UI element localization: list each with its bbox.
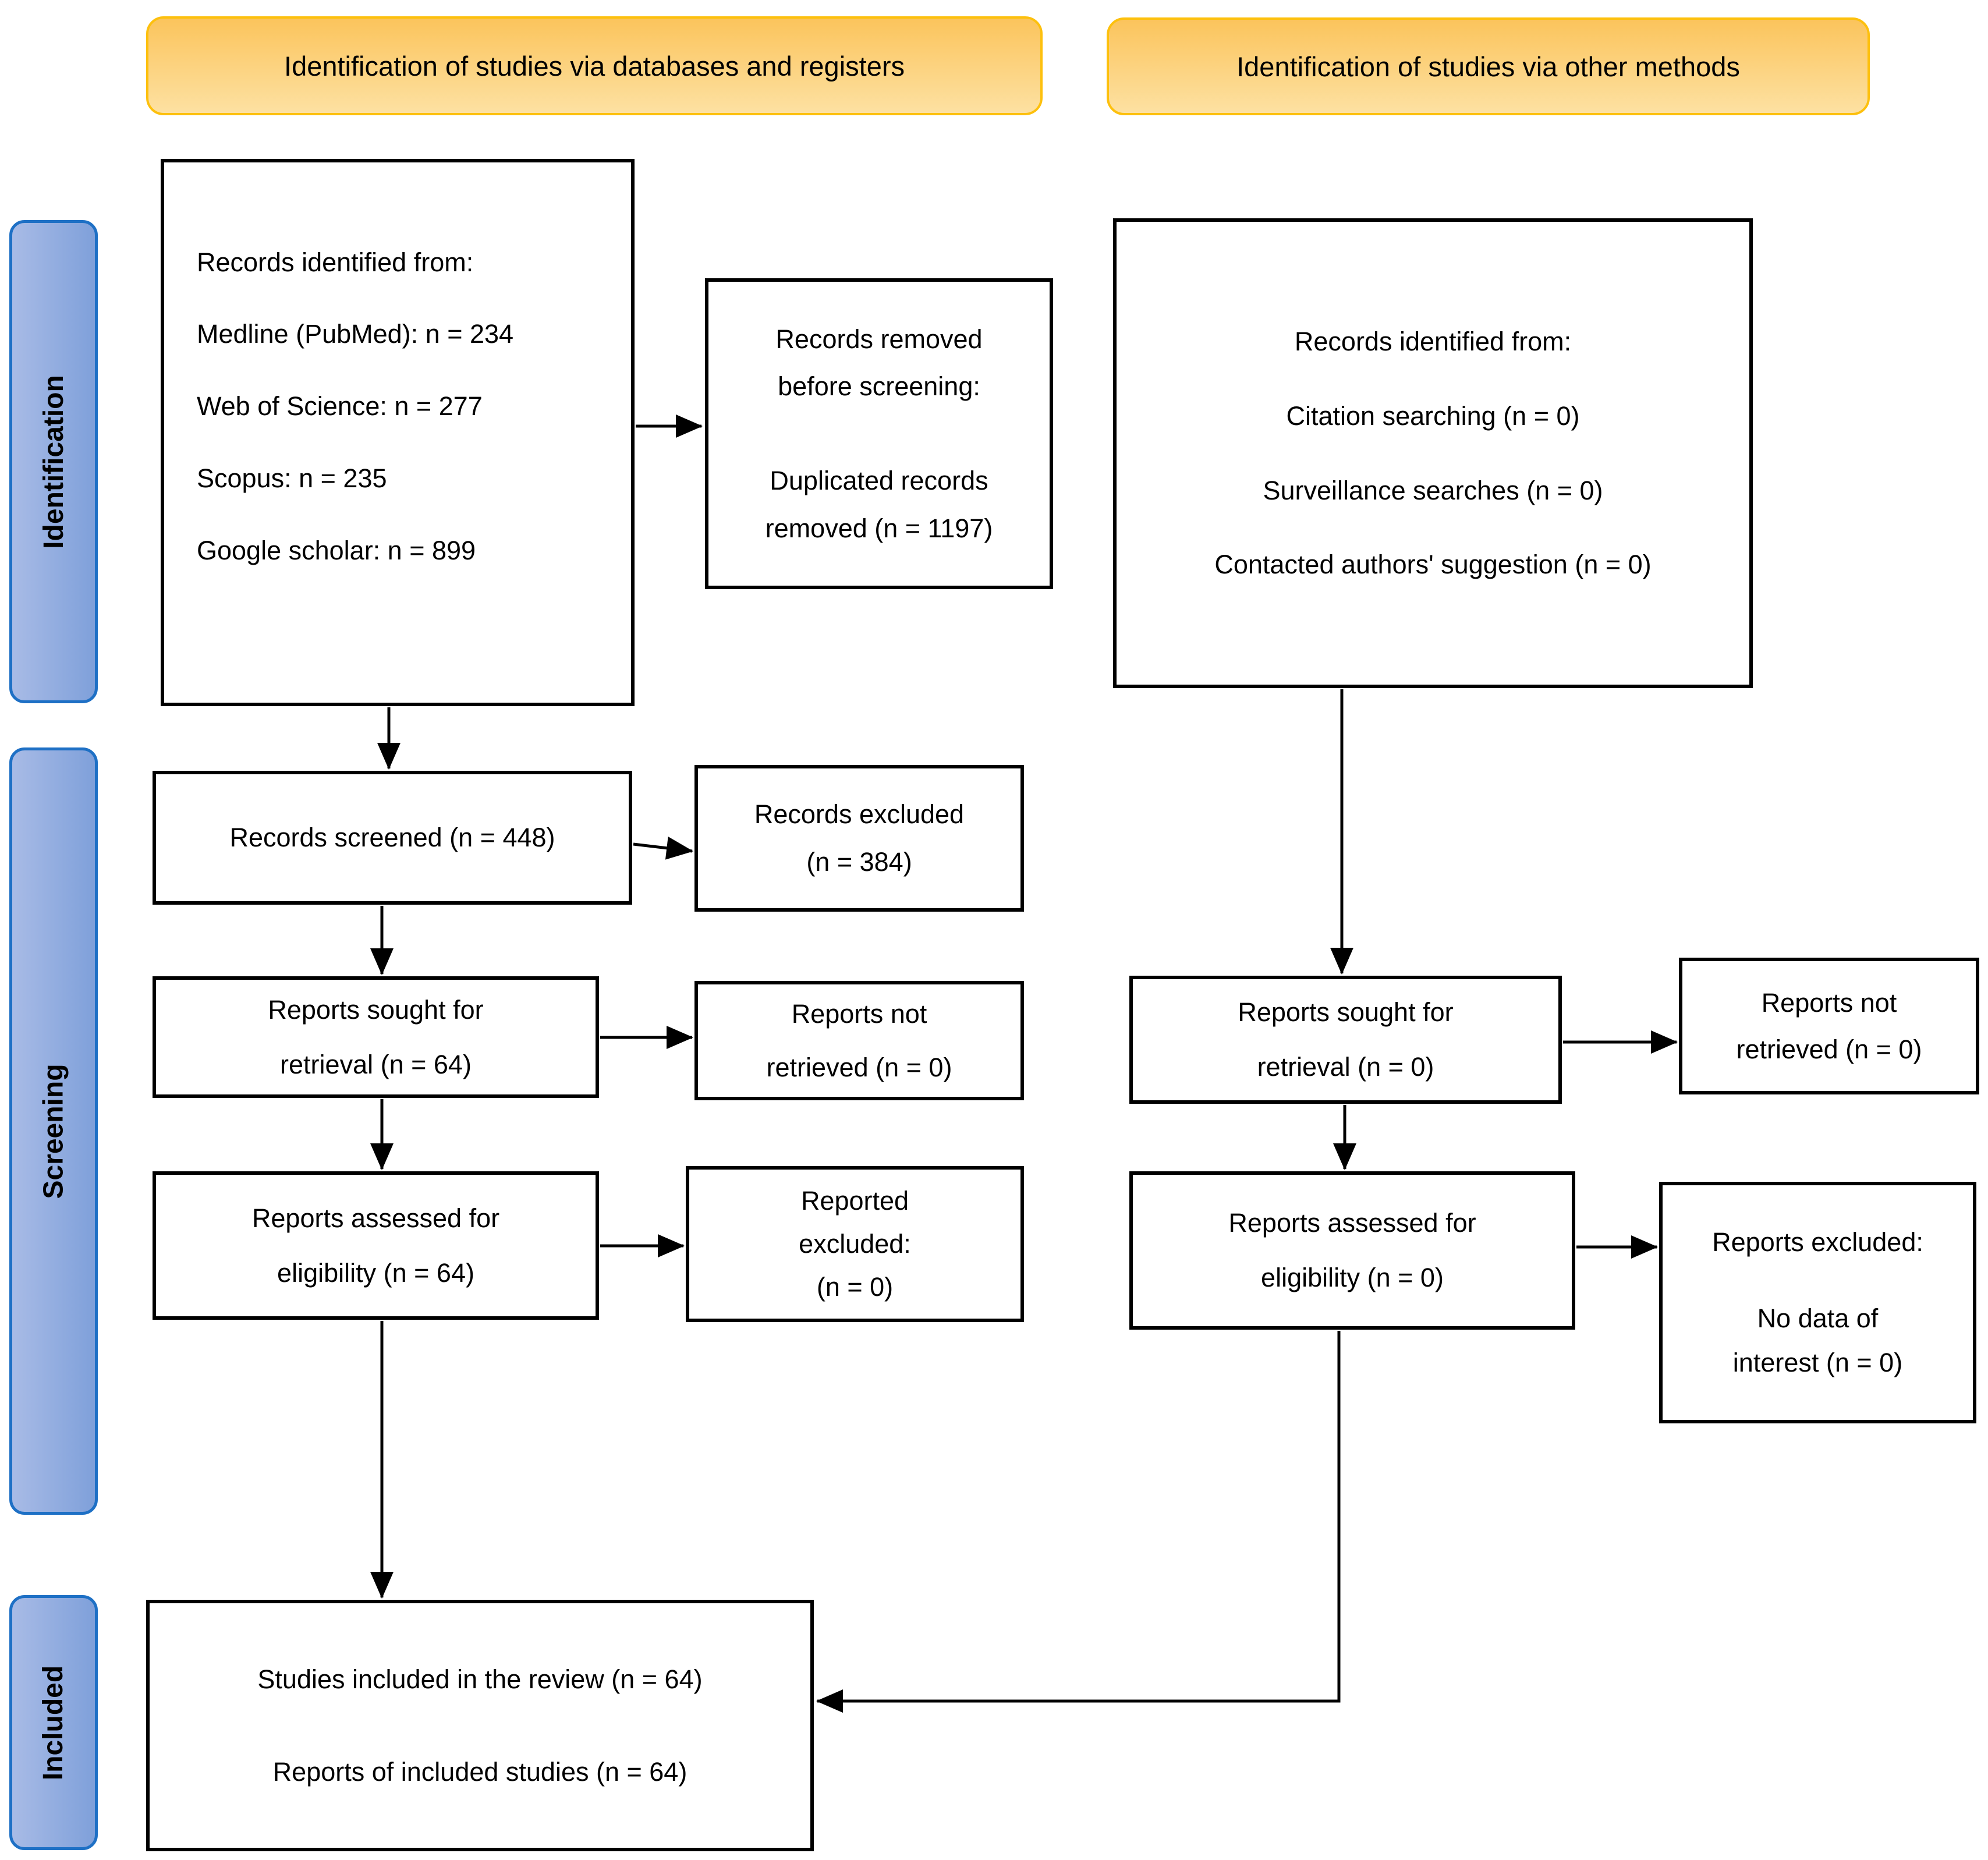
box-line: Reports not xyxy=(1761,987,1897,1018)
box-line: Studies included in the review (n = 64) xyxy=(257,1664,703,1694)
box-line: retrieval (n = 64) xyxy=(280,1049,472,1079)
box-reports-excluded-other: Reports excluded: No data of interest (n… xyxy=(1659,1182,1976,1423)
stage-identification: Identification xyxy=(9,220,98,703)
box-line: Records identified from: xyxy=(197,247,474,277)
box-line: Records excluded xyxy=(754,799,965,830)
box-line: eligibility (n = 64) xyxy=(277,1257,474,1288)
box-reports-sought-databases: Reports sought for retrieval (n = 64) xyxy=(153,976,599,1098)
box-line: removed (n = 1197) xyxy=(765,513,993,543)
box-line: Scopus: n = 235 xyxy=(197,463,387,493)
box-line: retrieved (n = 0) xyxy=(766,1052,952,1082)
box-line: Web of Science: n = 277 xyxy=(197,391,483,421)
box-line: Surveillance searches (n = 0) xyxy=(1263,475,1603,505)
box-reports-not-retrieved-databases: Reports not retrieved (n = 0) xyxy=(694,981,1024,1100)
arrow-assessed-other-to-included-elbow xyxy=(816,1331,1341,1713)
box-line: Citation searching (n = 0) xyxy=(1286,401,1580,431)
stage-screening-label: Screening xyxy=(38,1063,69,1199)
box-line: Records screened (n = 448) xyxy=(229,823,555,853)
box-line: retrieved (n = 0) xyxy=(1736,1034,1922,1064)
header-databases-registers: Identification of studies via databases … xyxy=(146,16,1043,115)
box-line: interest (n = 0) xyxy=(1732,1347,1903,1377)
box-reports-sought-other: Reports sought for retrieval (n = 0) xyxy=(1129,976,1562,1104)
box-line: (n = 384) xyxy=(806,847,912,877)
box-line: Reports excluded: xyxy=(1712,1227,1923,1257)
box-line: Duplicated records xyxy=(770,466,988,495)
box-line: No data of xyxy=(1757,1303,1879,1334)
header-other-methods-label: Identification of studies via other meth… xyxy=(1236,51,1740,82)
arrow-screened-to-excluded xyxy=(633,836,693,860)
box-line: Reports assessed for xyxy=(251,1203,500,1233)
box-line: Reported xyxy=(800,1186,909,1216)
box-line: Reports not xyxy=(791,998,927,1029)
box-records-screened: Records screened (n = 448) xyxy=(153,771,632,905)
box-records-identified-other: Records identified from: Citation search… xyxy=(1113,218,1753,688)
box-studies-included: Studies included in the review (n = 64) … xyxy=(146,1600,814,1851)
box-line: Reports sought for xyxy=(268,994,484,1025)
box-line: retrieval (n = 0) xyxy=(1257,1052,1434,1082)
box-line: Medline (PubMed): n = 234 xyxy=(197,319,514,349)
header-other-methods: Identification of studies via other meth… xyxy=(1107,17,1870,115)
box-records-removed-before-screening: Records removed before screening: Duplic… xyxy=(705,278,1053,589)
box-line: eligibility (n = 0) xyxy=(1261,1263,1444,1292)
box-reported-excluded: Reported excluded: (n = 0) xyxy=(686,1166,1024,1322)
box-line: Records removed xyxy=(775,324,983,354)
box-line: Records identified from: xyxy=(1294,327,1572,356)
stage-included: Included xyxy=(9,1595,98,1850)
box-line: (n = 0) xyxy=(816,1271,894,1302)
stage-included-label: Included xyxy=(38,1665,69,1780)
box-reports-assessed-other: Reports assessed for eligibility (n = 0) xyxy=(1129,1171,1575,1330)
stage-identification-label: Identification xyxy=(38,374,69,549)
box-line: Reports of included studies (n = 64) xyxy=(272,1756,688,1787)
box-line: before screening: xyxy=(778,371,980,402)
box-line: Reports assessed for xyxy=(1228,1208,1476,1238)
box-reports-assessed-databases: Reports assessed for eligibility (n = 64… xyxy=(153,1171,599,1320)
box-line: Contacted authors' suggestion (n = 0) xyxy=(1214,550,1652,580)
stage-screening: Screening xyxy=(9,747,98,1515)
box-line: excluded: xyxy=(799,1229,911,1259)
header-databases-registers-label: Identification of studies via databases … xyxy=(284,50,905,82)
box-reports-not-retrieved-other: Reports not retrieved (n = 0) xyxy=(1679,958,1979,1094)
box-line: Google scholar: n = 899 xyxy=(197,535,476,565)
box-records-identified-databases: Records identified from: Medline (PubMed… xyxy=(161,159,635,706)
box-records-excluded: Records excluded (n = 384) xyxy=(694,765,1024,912)
box-line: Reports sought for xyxy=(1238,997,1454,1028)
